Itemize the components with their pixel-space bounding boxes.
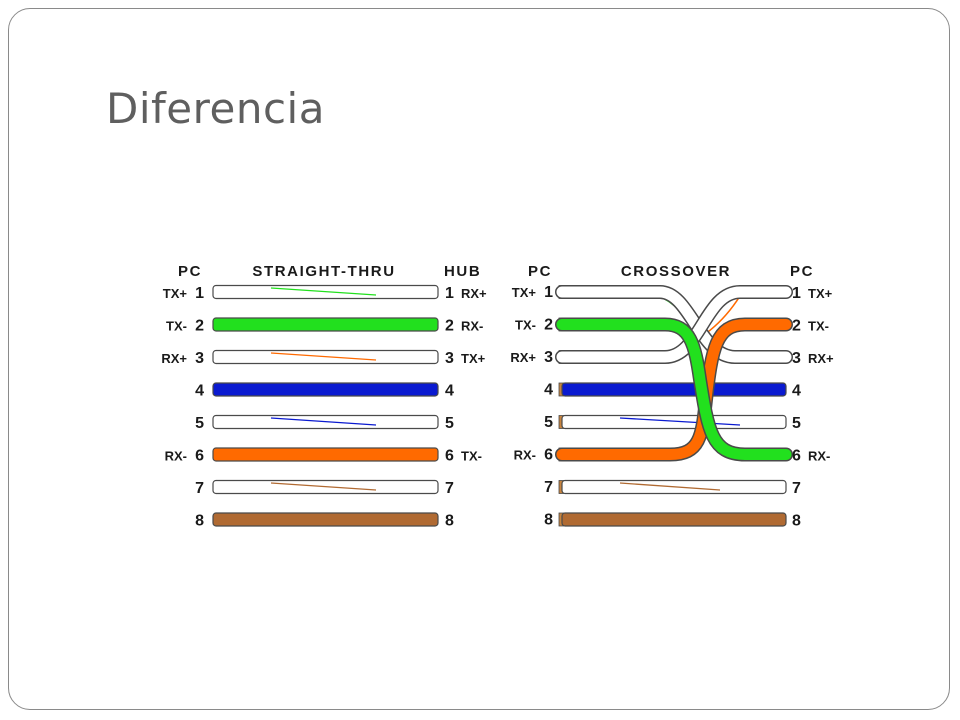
straight-right-pin-6: 6	[445, 448, 454, 465]
straight-wire-stripe-5	[270, 417, 377, 426]
crossover-wire-3-to-1	[555, 285, 793, 364]
straight-left-signal-3: RX+	[161, 351, 187, 366]
crossover-left-pin-8: 8	[544, 512, 553, 529]
crossover-title: CROSSOVER	[621, 263, 731, 280]
crossover-right-signal-3: RX+	[808, 351, 834, 366]
straight-wire-stripe-7	[270, 482, 377, 491]
straight-left-signal-2: TX-	[166, 319, 187, 334]
straight-left-signal-1: TX+	[163, 286, 188, 301]
straight-title: STRAIGHT-THRU	[252, 263, 395, 280]
crossover-wire-2-to-6-fill	[556, 319, 792, 460]
straight-left-header: PC	[178, 263, 202, 280]
straight-right-pin-8: 8	[445, 513, 454, 530]
straight-right-pin-7: 7	[445, 480, 454, 497]
straight-right-signal-3: TX+	[461, 351, 486, 366]
crossover-left-pin-5: 5	[544, 414, 553, 431]
crossover-right-pin-4: 4	[792, 383, 801, 400]
straight-right-pin-2: 2	[445, 318, 454, 335]
straight-right-signal-1: RX+	[461, 286, 487, 301]
straight-right-pin-3: 3	[445, 350, 454, 367]
slide-frame	[8, 8, 950, 710]
crossover-left-pin-6: 6	[544, 447, 553, 464]
crossover-left-header: PC	[528, 263, 552, 280]
straight-right-header: HUB	[444, 263, 481, 280]
crossover-right-pin-7: 7	[792, 480, 801, 497]
crossover-left-pin-3: 3	[544, 349, 553, 366]
straight-left-pin-3: 3	[195, 350, 204, 367]
straight-left-pin-5: 5	[195, 415, 204, 432]
straight-right-pin-1: 1	[445, 285, 454, 302]
straight-wire-stripe-3	[270, 352, 377, 361]
crossover-wire-2-to-6	[555, 317, 793, 462]
straight-right-signal-6: TX-	[461, 449, 482, 464]
straight-left-pin-2: 2	[195, 318, 204, 335]
straight-left-pin-4: 4	[195, 383, 204, 400]
crossover-wire-stripe-7	[619, 482, 721, 491]
crossover-right-header: PC	[790, 263, 814, 280]
straight-wire-stripe-1	[270, 287, 377, 296]
crossover-right-signal-1: TX+	[808, 286, 833, 301]
crossover-wire-5	[561, 414, 787, 430]
crossover-left-pin-7: 7	[544, 479, 553, 496]
straight-left-signal-6: RX-	[165, 449, 187, 464]
crossover-wire-4	[561, 382, 787, 397]
straight-right-pin-4: 4	[445, 383, 454, 400]
straight-right-signal-2: RX-	[461, 319, 483, 334]
crossover-right-pin-8: 8	[792, 513, 801, 530]
crossover-left-signal-1: TX+	[512, 285, 537, 300]
crossover-right-pin-6: 6	[792, 448, 801, 465]
crossover-wire-stripe-5	[619, 417, 741, 426]
crossover-left-signal-6: RX-	[514, 448, 536, 463]
crossover-wire-8	[561, 512, 787, 527]
crossover-left-signal-2: TX-	[515, 318, 536, 333]
straight-left-pin-8: 8	[195, 513, 204, 530]
crossover-left-pin-2: 2	[544, 317, 553, 334]
crossover-left-signal-3: RX+	[510, 350, 536, 365]
crossover-right-pin-1: 1	[792, 285, 801, 302]
crossover-left-pin-4: 4	[544, 382, 553, 399]
crossover-right-signal-2: TX-	[808, 319, 829, 334]
straight-wire-6	[212, 447, 439, 462]
crossover-left-pin-1: 1	[544, 284, 553, 301]
crossover-wire-3-to-1-fill	[556, 286, 792, 363]
crossover-diagram: PC CROSSOVER PC 1 1 TX+ TX+ 2 2 TX- TX- 3 3 RX+ RX+…	[510, 263, 834, 530]
crossover-right-pin-2: 2	[792, 318, 801, 335]
slide-title: Diferencia	[106, 84, 325, 133]
straight-left-pin-7: 7	[195, 480, 204, 497]
straight-wire-4	[212, 382, 439, 397]
straight-wire-2	[212, 317, 439, 332]
straight-left-pin-6: 6	[195, 448, 204, 465]
straight-right-pin-5: 5	[445, 415, 454, 432]
crossover-right-signal-6: RX-	[808, 449, 830, 464]
crossover-right-pin-3: 3	[792, 350, 801, 367]
crossover-right-pin-5: 5	[792, 415, 801, 432]
straight-wire-8	[212, 512, 439, 527]
straight-left-pin-1: 1	[195, 285, 204, 302]
